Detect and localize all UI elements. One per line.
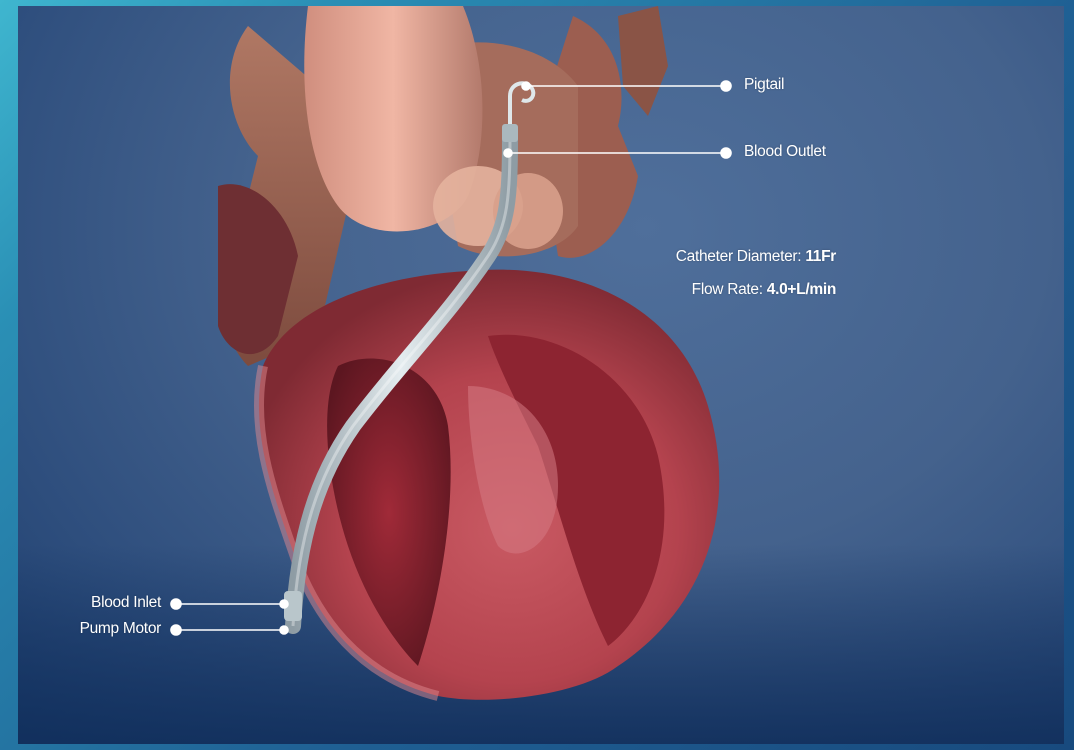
pigtail-label: Pigtail	[744, 76, 784, 94]
illustration-panel: Pigtail Blood Outlet Catheter Diameter: …	[18, 6, 1064, 744]
flow-rate-value: 4.0+L/min	[767, 281, 836, 298]
heart-illustration	[18, 6, 1064, 744]
pump-motor-label: Pump Motor	[38, 620, 161, 638]
flow-rate-label: Flow Rate:	[692, 281, 763, 298]
blood-outlet-ports	[502, 124, 518, 142]
catheter-diameter-label: Catheter Diameter:	[676, 248, 802, 265]
flow-rate-spec: Flow Rate: 4.0+L/min	[578, 281, 836, 299]
blood-outlet-label: Blood Outlet	[744, 143, 826, 161]
catheter-diameter-spec: Catheter Diameter: 11Fr	[578, 248, 836, 266]
catheter-diameter-value: 11Fr	[805, 248, 836, 265]
blood-inlet-label: Blood Inlet	[38, 594, 161, 612]
